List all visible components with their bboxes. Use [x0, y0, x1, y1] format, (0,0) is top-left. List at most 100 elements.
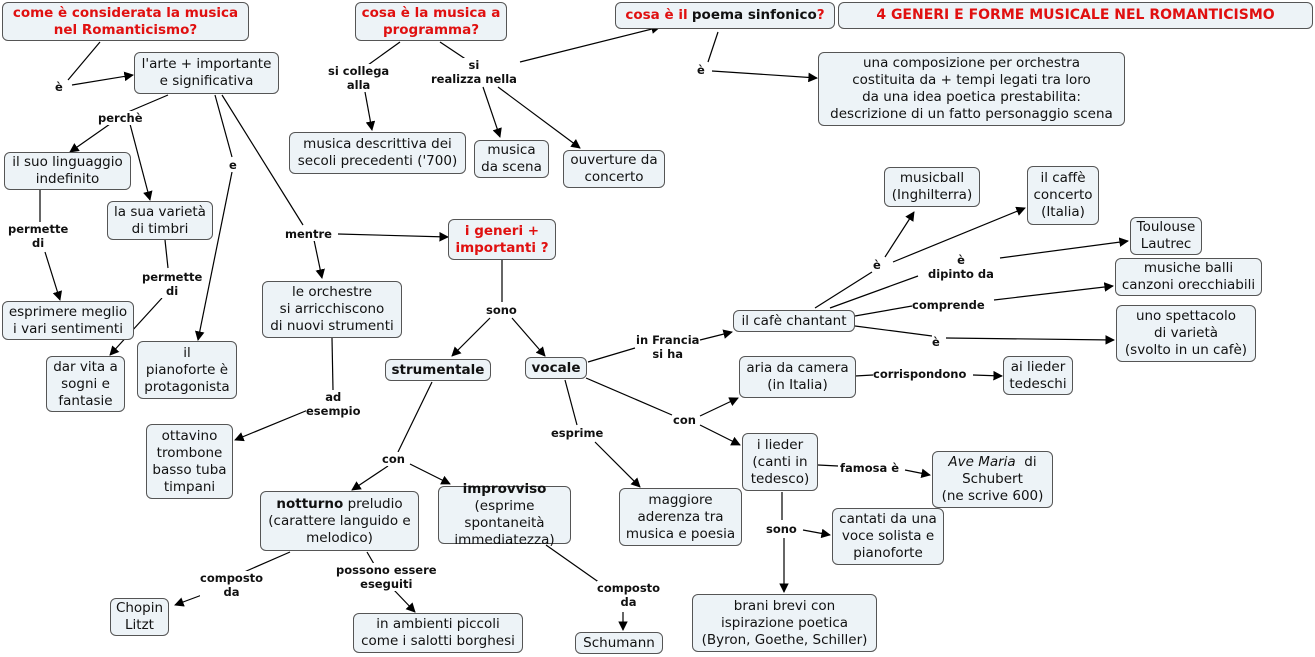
label-e-poema: è [697, 63, 705, 77]
link-line [699, 397, 739, 417]
node-ouverture: ouverture da concerto [563, 150, 665, 188]
label-sono-lieder: sono [766, 522, 797, 536]
node-chopin: Chopin Litzt [110, 598, 169, 636]
link-line [44, 251, 63, 301]
node-generi: i generi + importanti ? [448, 219, 556, 260]
link-line [164, 239, 169, 269]
label-con-vocale: con [673, 413, 696, 427]
label-corrispondono: corrispondono [873, 367, 967, 381]
link-line [71, 71, 134, 86]
link-line [351, 465, 389, 491]
label-mentre: mentre [285, 227, 332, 241]
node-ave-maria: Ave Maria di Schubert (ne scrive 600) [932, 451, 1053, 508]
link-line [993, 282, 1114, 301]
link-line [214, 94, 233, 158]
link-line [802, 528, 831, 539]
node-pianoforte: il pianoforte è protagonista [137, 341, 237, 399]
link-line [711, 70, 818, 83]
node-musiche-balli: musiche balli canzoni orecchiabili [1115, 258, 1262, 296]
node-musicball: musicball (Inghilterra) [884, 167, 980, 207]
link-line [366, 551, 375, 565]
node-question-romanticismo: come è considerata la musica nel Romanti… [2, 2, 249, 41]
link-line [367, 41, 401, 66]
link-line [234, 409, 309, 442]
link-line [221, 94, 304, 226]
link-line [972, 370, 1003, 381]
node-notturno: notturno preludio (carattere languido e … [260, 491, 419, 551]
node-varieta: la sua varietà di timbri [107, 201, 213, 240]
node-lieder: i lieder (canti in tedesco) [742, 433, 818, 491]
link-line [364, 91, 376, 131]
link-line [482, 86, 502, 138]
ave-maria-title: Ave Maria [948, 454, 1016, 470]
link-line [397, 381, 433, 453]
label-comprende: comprende [912, 298, 985, 312]
node-title: 4 GENERI E FORME MUSICALE NEL ROMANTICIS… [838, 2, 1313, 29]
node-improvviso: improvviso (esprime spontaneità immediat… [438, 481, 571, 548]
link-line [451, 317, 491, 357]
link-line [585, 377, 673, 416]
link-line [337, 231, 449, 242]
node-cafe-chantant: il cafè chantant [733, 310, 855, 332]
label-con-strumentale: con [382, 452, 405, 466]
link-line [817, 464, 839, 467]
label-famosa: famosa è [840, 461, 900, 475]
node-ottavino: ottavino trombone basso tuba timpani [146, 424, 233, 499]
label-perche: perchè [98, 111, 143, 125]
link-line [331, 337, 334, 391]
node-aria: aria da camera (in Italia) [739, 356, 856, 398]
link-line [884, 211, 915, 258]
link-line [699, 329, 733, 341]
link-line [699, 424, 741, 446]
node-brani: brani brevi con ispirazione poetica (Byr… [692, 594, 877, 652]
label-e-musicball: è [873, 258, 881, 272]
node-caffe-concerto: il caffè concerto (Italia) [1027, 166, 1099, 225]
link-line [195, 171, 233, 341]
link-line [497, 86, 581, 149]
node-strumentale: strumentale [385, 359, 491, 381]
node-aderenza: maggiore aderenza tra musica e poesia [619, 488, 742, 546]
link-line [814, 271, 873, 309]
link-line [594, 441, 641, 488]
node-vocale: vocale [525, 357, 587, 379]
link-line [69, 123, 111, 153]
link-line [854, 325, 933, 337]
link-line [587, 347, 636, 363]
label-sono: sono [486, 303, 517, 317]
node-descrittiva: musica descrittiva dei secoli precedenti… [289, 132, 466, 174]
link-line [904, 468, 931, 479]
label-e-spettacolo: è [932, 335, 940, 349]
node-lieder-tedeschi: ai lieder tedeschi [1003, 356, 1073, 395]
node-ambienti: in ambienti piccoli come i salotti borgh… [353, 613, 523, 653]
link-line [999, 237, 1129, 259]
link-line [519, 24, 661, 63]
label-e: è [55, 80, 63, 94]
label-e-arte: e [229, 158, 237, 172]
link-line [854, 305, 913, 317]
link-line [945, 335, 1115, 345]
link-line [393, 589, 416, 613]
link-line [129, 123, 153, 201]
link-line [109, 297, 163, 356]
node-spettacolo: uno spettacolo di varietà (svolto in un … [1116, 305, 1256, 362]
link-line [892, 206, 1026, 263]
link-line [511, 317, 546, 357]
node-schumann: Schumann [575, 632, 663, 654]
node-composizione: una composizione per orchestra costituit… [818, 52, 1125, 126]
node-cantati: cantati da una voce solista e pianoforte [832, 508, 944, 565]
node-linguaggio: il suo linguaggio indefinito [4, 152, 131, 190]
link-line [67, 41, 101, 81]
link-line [409, 463, 451, 485]
node-toulouse: Toulouse Lautrec [1130, 217, 1202, 255]
node-sogni: dar vita a sogni e fantasie [46, 356, 125, 412]
link-line [707, 31, 719, 63]
